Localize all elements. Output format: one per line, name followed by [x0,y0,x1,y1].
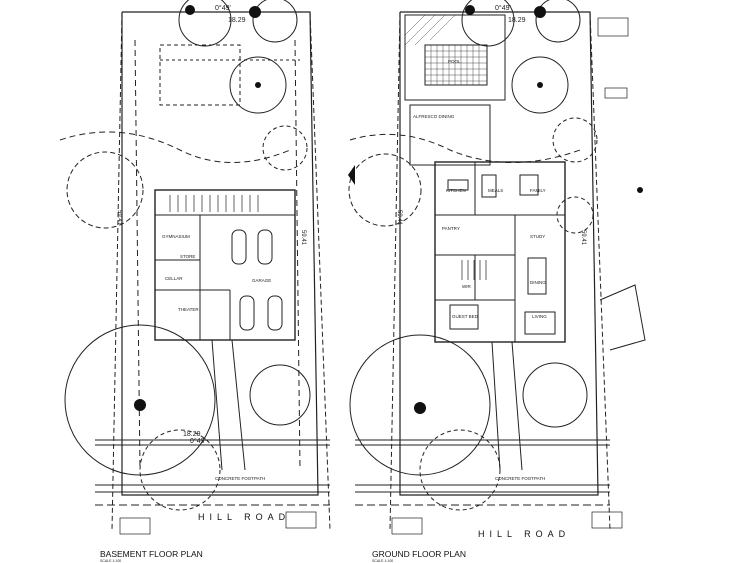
ground-room-meals: MEALS [488,188,503,193]
ground-side-dim-right: 59.41 [580,230,586,246]
ground-room-pool: POOL [448,59,461,64]
ground-footpath: CONCRETE FOOTPATH [495,476,545,481]
ground-room-guest-bed: GUEST BED [452,314,479,319]
basement-side-dim-right: 59.41 [300,230,306,246]
basement-top-dim: 18.29 [228,17,246,24]
ground-plan-title: GROUND FLOOR PLAN [372,549,466,559]
ground-room-living: LIVING [532,314,547,319]
ground-room-dining: DINING [530,280,546,285]
ground-room-kitchen: KITCHEN [446,188,466,193]
ground-room-alfresco: ALFRESCO DINING [413,114,455,119]
ground-room-family: FAMILY [530,188,546,193]
ground-room-wir: WIR [462,284,471,289]
ground-tree-dots [414,5,643,414]
basement-room-theater: THEATER [178,307,199,312]
annotation-boxes [119,17,629,535]
basement-room-store: STORE [180,254,195,259]
basement-bottom-dim: 18.29 [183,431,201,438]
basement-tree-dots [134,5,261,411]
ground-room-study: STUDY [530,234,545,239]
ground-plan [348,0,646,531]
basement-plan [59,0,331,531]
ground-plan-scale: SCALE 1:100 [372,559,393,563]
ground-room-pantry: PANTRY [442,226,460,231]
ground-side-dim-left: 59.41 [396,210,402,226]
basement-plan-title: BASEMENT FLOOR PLAN [100,549,203,559]
basement-footpath: CONCRETE FOOTPATH [215,476,265,481]
ground-top-dim: 18.29 [508,17,526,24]
basement-room-gymnasium: GYMNASIUM [162,234,190,239]
basement-room-cellar: CELLAR [165,276,183,281]
basement-room-garage: GARAGE [252,278,271,283]
left-edge-mark [348,165,355,185]
basement-bearing: 0°49' [215,4,231,12]
ground-road-label: HILL ROAD [478,529,570,539]
ground-bearing: 0°49' [495,4,511,12]
basement-bottom-bearing: 0°49' [190,437,206,445]
basement-side-dim-left: 59.41 [116,210,122,226]
basement-plan-scale: SCALE 1:100 [100,559,121,563]
basement-road-label: HILL ROAD [198,512,290,522]
